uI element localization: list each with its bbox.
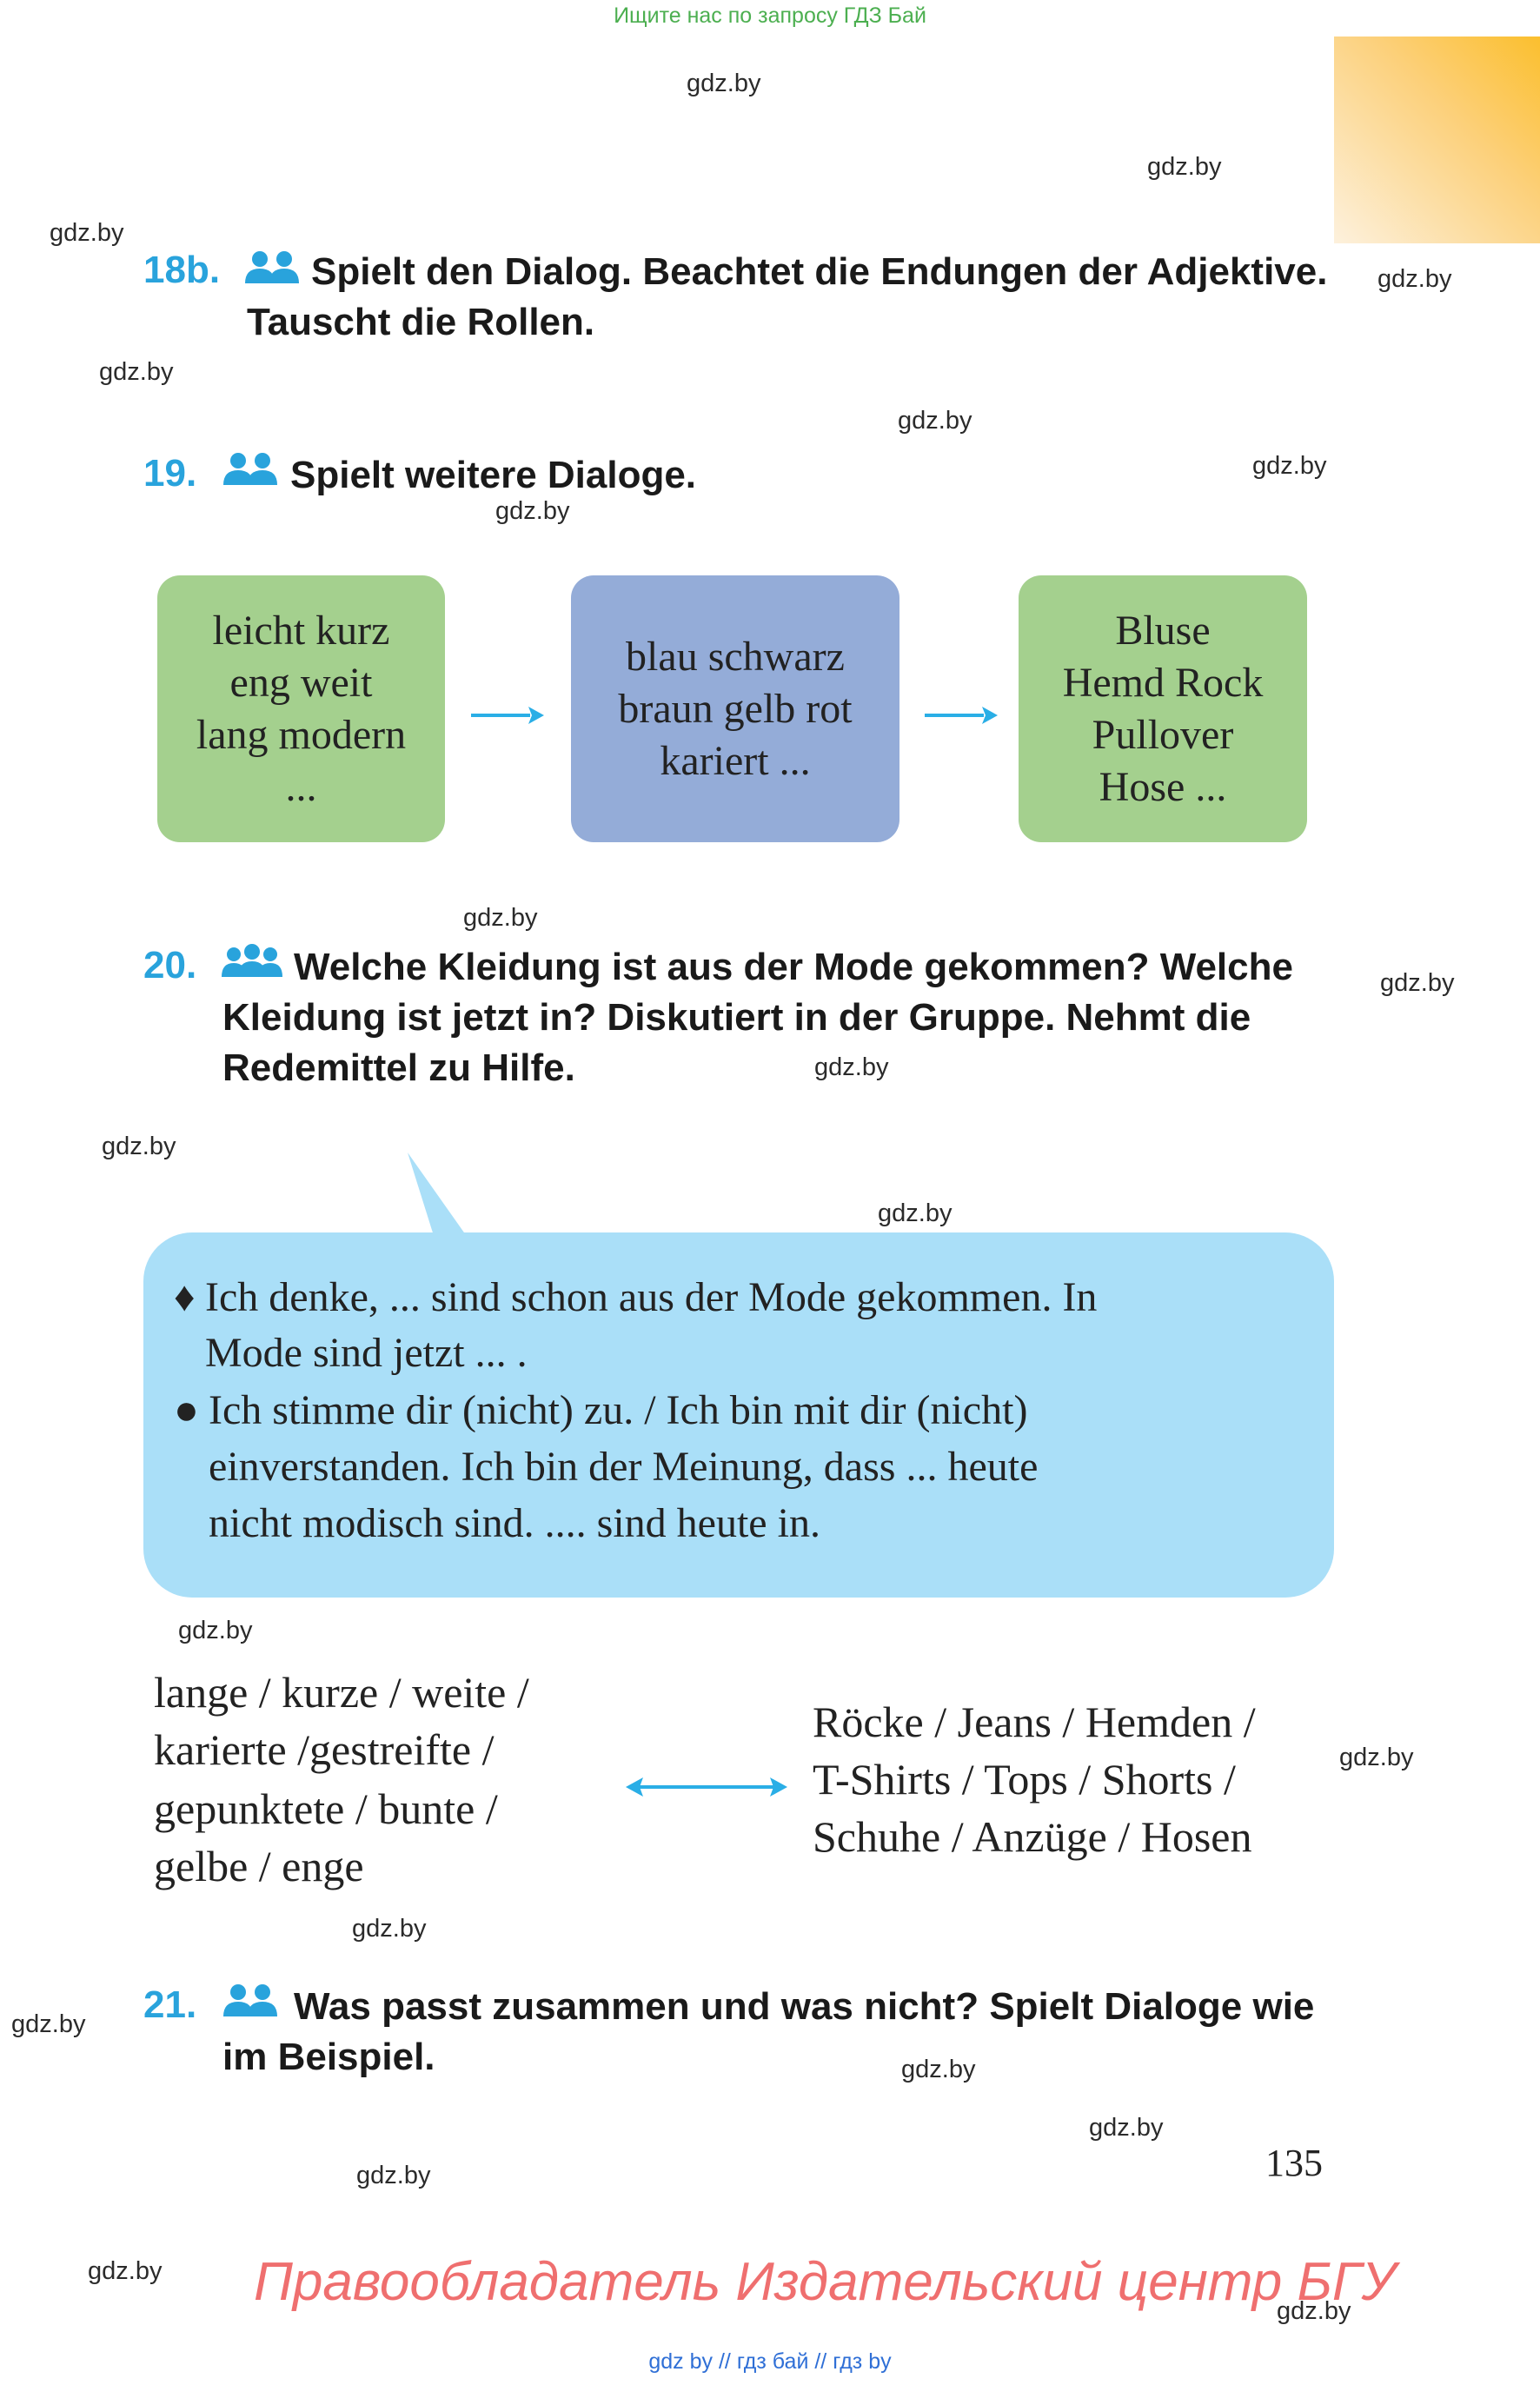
watermark: gdz.by bbox=[1339, 1744, 1414, 1771]
clothes-line: Bluse bbox=[1115, 607, 1211, 654]
watermark: gdz.by bbox=[495, 497, 570, 525]
watermark: gdz.by bbox=[88, 2257, 163, 2285]
watermark: gdz.by bbox=[352, 1915, 427, 1943]
watermark: gdz.by bbox=[356, 2162, 431, 2189]
colors-box: blau schwarz braun gelb rot kariert ... bbox=[571, 575, 899, 842]
adjective-list-line: karierte /gestreifte / bbox=[154, 1725, 495, 1774]
pair-work-icon bbox=[245, 251, 299, 283]
redemittel-line: einverstanden. Ich bin der Meinung, dass… bbox=[209, 1444, 1039, 1490]
exercise-18b-number: 18b. bbox=[143, 249, 221, 291]
bullet-diamond-icon: ♦ bbox=[174, 1274, 196, 1320]
clothes-line: Pullover bbox=[1092, 711, 1234, 758]
adjectives-line: lang modern bbox=[196, 711, 407, 758]
double-arrow-icon bbox=[626, 1777, 787, 1797]
top-banner[interactable]: Ищите нас по запросу ГДЗ Бай bbox=[614, 3, 926, 28]
exercise-19-number: 19. bbox=[143, 452, 197, 495]
exercise-20-instruction-line2: Kleidung ist jetzt in? Diskutiert in der… bbox=[222, 996, 1251, 1039]
watermark: gdz.by bbox=[1377, 265, 1452, 293]
colors-line: kariert ... bbox=[660, 737, 811, 784]
exercise-20-instruction-line3: Redemittel zu Hilfe. bbox=[222, 1046, 575, 1089]
adjectives-line: ... bbox=[285, 763, 317, 810]
corner-decoration bbox=[1334, 37, 1540, 243]
redemittel-line: nicht modisch sind. .... sind heute in. bbox=[209, 1500, 820, 1546]
exercise-21-instruction-line2: im Beispiel. bbox=[222, 2036, 435, 2078]
arrow-right-icon bbox=[471, 707, 544, 724]
adjectives-box: leicht kurz eng weit lang modern ... bbox=[157, 575, 445, 842]
pair-work-icon bbox=[223, 1984, 277, 2016]
speech-bubble-tail bbox=[408, 1153, 470, 1241]
exercise-18b-instruction-line1: Spielt den Dialog. Beachtet die Endungen… bbox=[311, 250, 1328, 293]
watermark: gdz.by bbox=[878, 1199, 953, 1227]
group-work-icon bbox=[222, 944, 282, 977]
exercise-21-number: 21. bbox=[143, 1983, 197, 2026]
exercise-20-instruction-line1: Welche Kleidung ist aus der Mode gekomme… bbox=[294, 946, 1293, 988]
adjectives-line: eng weit bbox=[229, 659, 373, 706]
clothes-line: Hose ... bbox=[1099, 763, 1227, 810]
footer-links[interactable]: gdz by // гдз бай // гдз by bbox=[648, 2349, 892, 2374]
redemittel-line: Ich stimme dir (nicht) zu. / Ich bin mit… bbox=[209, 1387, 1028, 1433]
clothes-line: Hemd Rock bbox=[1062, 659, 1264, 706]
clothes-list-line: T-Shirts / Tops / Shorts / bbox=[813, 1755, 1236, 1804]
watermark: gdz.by bbox=[1380, 969, 1455, 997]
page-number: 135 bbox=[1265, 2142, 1323, 2184]
clothes-box: Bluse Hemd Rock Pullover Hose ... bbox=[1019, 575, 1307, 842]
watermark: gdz.by bbox=[1277, 2297, 1351, 2325]
watermark: gdz.by bbox=[814, 1053, 889, 1081]
adjectives-line: leicht kurz bbox=[212, 607, 390, 654]
adjective-list-line: gepunktete / bunte / bbox=[154, 1784, 498, 1833]
watermark: gdz.by bbox=[178, 1617, 253, 1644]
watermark: gdz.by bbox=[99, 358, 174, 386]
watermark: gdz.by bbox=[102, 1133, 176, 1160]
exercise-20-number: 20. bbox=[143, 944, 197, 987]
exercise-19-instruction: Spielt weitere Dialoge. bbox=[290, 454, 697, 496]
watermark: gdz.by bbox=[1147, 153, 1222, 181]
watermark: gdz.by bbox=[1089, 2114, 1164, 2142]
clothes-list-line: Schuhe / Anzüge / Hosen bbox=[813, 1812, 1252, 1861]
watermark: gdz.by bbox=[901, 2056, 976, 2083]
exercise-18b-instruction-line2: Tauscht die Rollen. bbox=[247, 301, 595, 343]
watermark: gdz.by bbox=[898, 407, 972, 435]
watermark: gdz.by bbox=[11, 2010, 86, 2038]
watermark: gdz.by bbox=[50, 219, 124, 247]
bullet-dot-icon: ● bbox=[174, 1387, 199, 1433]
watermark: gdz.by bbox=[463, 904, 538, 932]
colors-line: blau schwarz bbox=[626, 633, 845, 680]
clothes-list-line: Röcke / Jeans / Hemden / bbox=[813, 1697, 1256, 1746]
redemittel-line: Ich denke, ... sind schon aus der Mode g… bbox=[205, 1274, 1098, 1320]
redemittel-bubble bbox=[143, 1232, 1334, 1598]
adjective-list-line: gelbe / enge bbox=[154, 1842, 364, 1890]
exercise-21-instruction-line1: Was passt zusammen und was nicht? Spielt… bbox=[294, 1985, 1315, 2028]
watermark: gdz.by bbox=[1252, 452, 1327, 480]
adjective-list-line: lange / kurze / weite / bbox=[154, 1668, 529, 1717]
colors-line: braun gelb rot bbox=[618, 685, 853, 732]
rights-holder-notice: Правообладатель Издательский центр БГУ bbox=[254, 2252, 1397, 2312]
pair-work-icon bbox=[223, 453, 277, 485]
arrow-right-icon bbox=[925, 707, 998, 724]
redemittel-line: Mode sind jetzt ... . bbox=[205, 1330, 528, 1376]
watermark: gdz.by bbox=[687, 70, 761, 97]
